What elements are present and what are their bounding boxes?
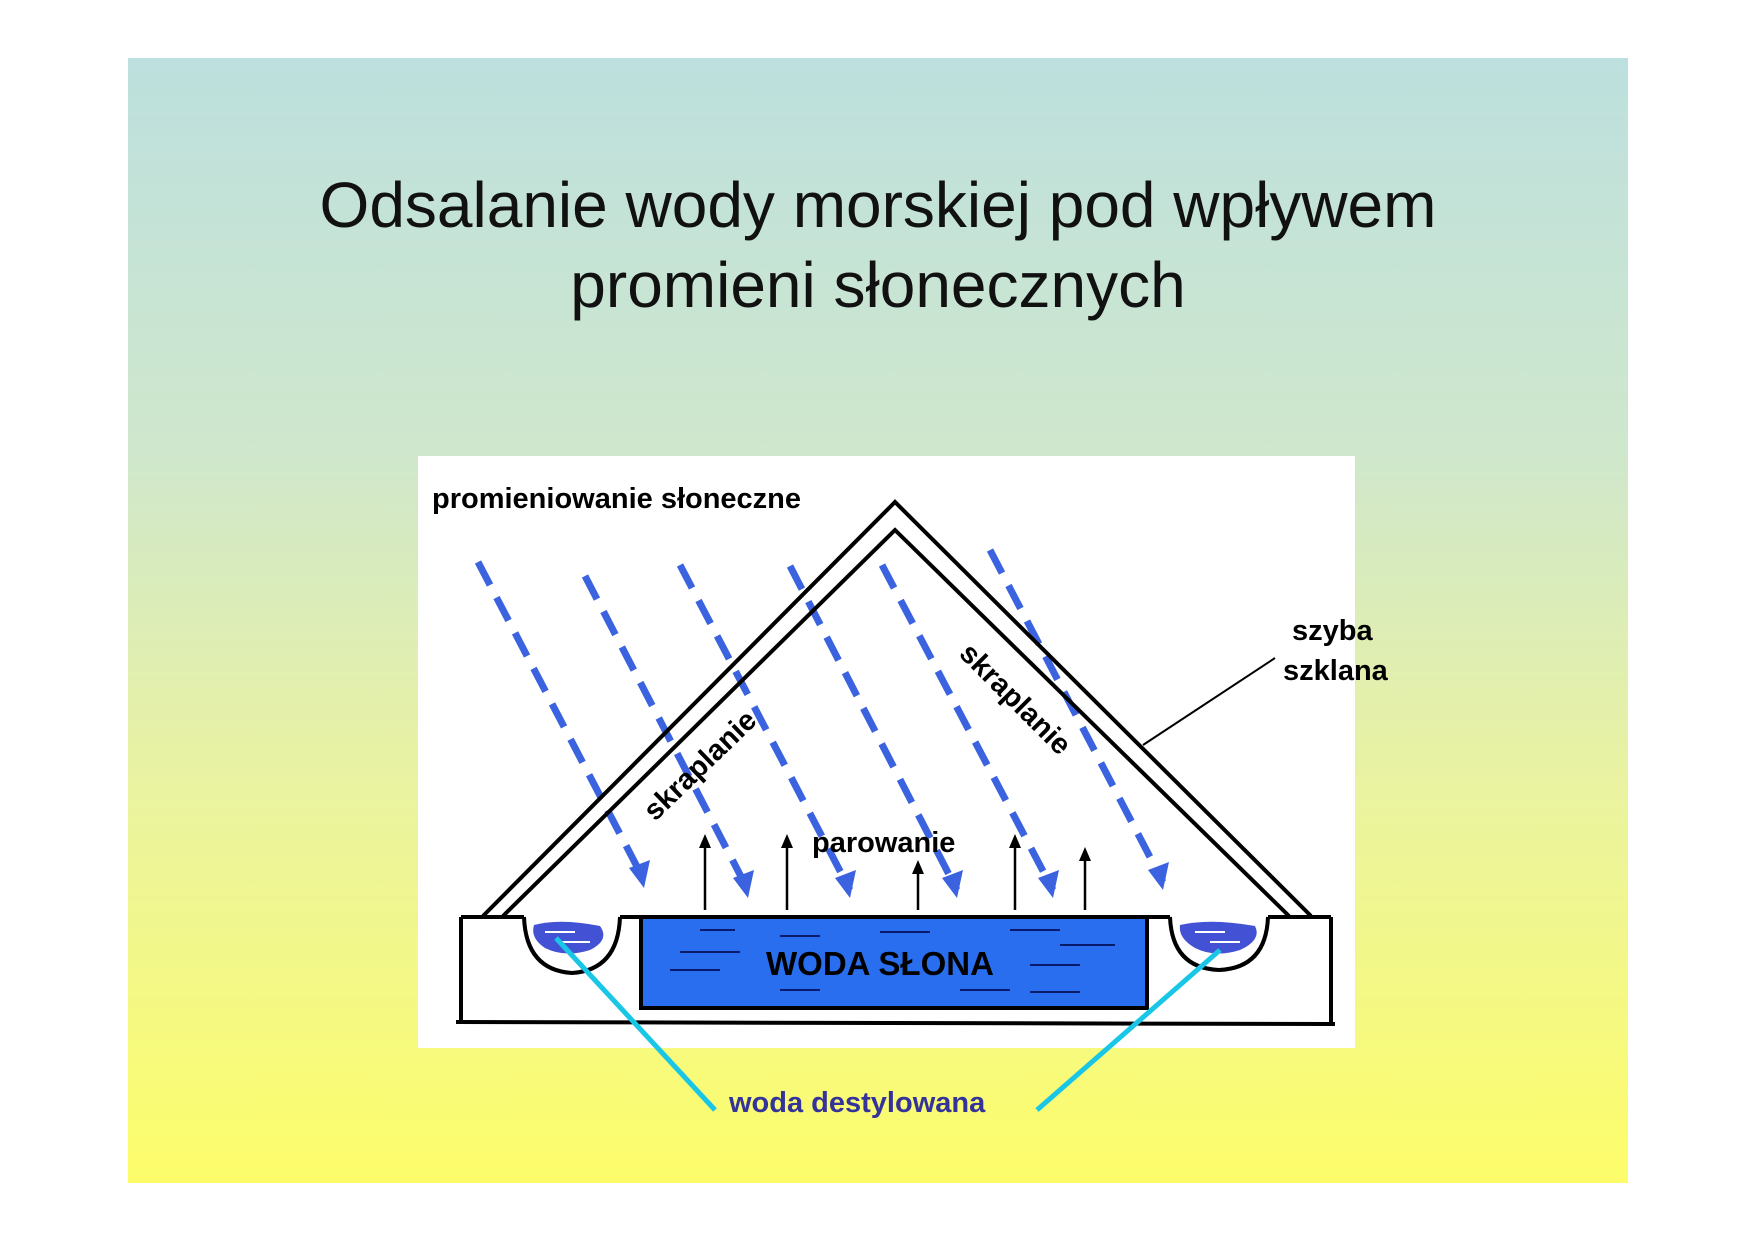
label-glass-pane-line2: szklana: [1283, 655, 1389, 687]
slide-title: Odsalanie wody morskiej pod wpływem prom…: [128, 165, 1628, 325]
arrowhead: [699, 834, 711, 848]
ray-arrowhead: [629, 860, 650, 888]
distillate-trough-left: [522, 916, 622, 976]
sun-ray: [474, 560, 648, 882]
sun-ray-heads: [629, 860, 1169, 898]
ray-arrowhead: [1038, 870, 1059, 898]
label-salt-water: WODA SŁONA: [766, 945, 994, 982]
evaporation-arrows: [703, 842, 1087, 910]
label-glass-pane-line1: szyba: [1292, 615, 1373, 647]
basin-floor: [455, 1020, 1336, 1026]
glass-pane: [481, 499, 1313, 918]
evaporation-arrowheads: [699, 834, 1091, 874]
distilled-pointers: [554, 936, 1222, 1112]
arrowhead: [1009, 834, 1021, 848]
label-distilled-water: woda destylowana: [728, 1087, 986, 1119]
ray-arrowhead: [1148, 862, 1169, 890]
arrowhead: [781, 834, 793, 848]
distillate-trough-right: [1168, 916, 1270, 973]
salt-water-ripples: [670, 929, 1115, 993]
sun-ray: [986, 548, 1167, 884]
distilled-water-highlights: [545, 931, 1240, 943]
title-line-1: Odsalanie wody morskiej pod wpływem: [319, 169, 1437, 241]
arrowhead: [1079, 847, 1091, 861]
glass-label-pointer: [1142, 657, 1276, 746]
distilled-pointer-right: [1035, 948, 1222, 1112]
ray-arrowhead: [942, 870, 963, 898]
sun-ray: [786, 564, 961, 892]
label-evaporation: parowanie: [812, 827, 955, 859]
glass-pane-inner: [501, 527, 1291, 918]
ray-arrowhead: [835, 870, 856, 898]
ray-arrowhead: [733, 870, 754, 898]
distilled-water: [533, 921, 1257, 954]
title-line-2: promieni słonecznych: [570, 249, 1186, 321]
distilled-pointer-left: [554, 936, 717, 1112]
sun-ray: [676, 563, 854, 892]
distilled-water-left: [533, 921, 604, 954]
distilled-water-right: [1179, 921, 1257, 954]
glass-pane-outer: [481, 499, 1313, 918]
arrowhead: [912, 860, 924, 874]
label-solar-radiation: promieniowanie słoneczne: [432, 483, 801, 515]
sun-ray: [878, 563, 1057, 892]
